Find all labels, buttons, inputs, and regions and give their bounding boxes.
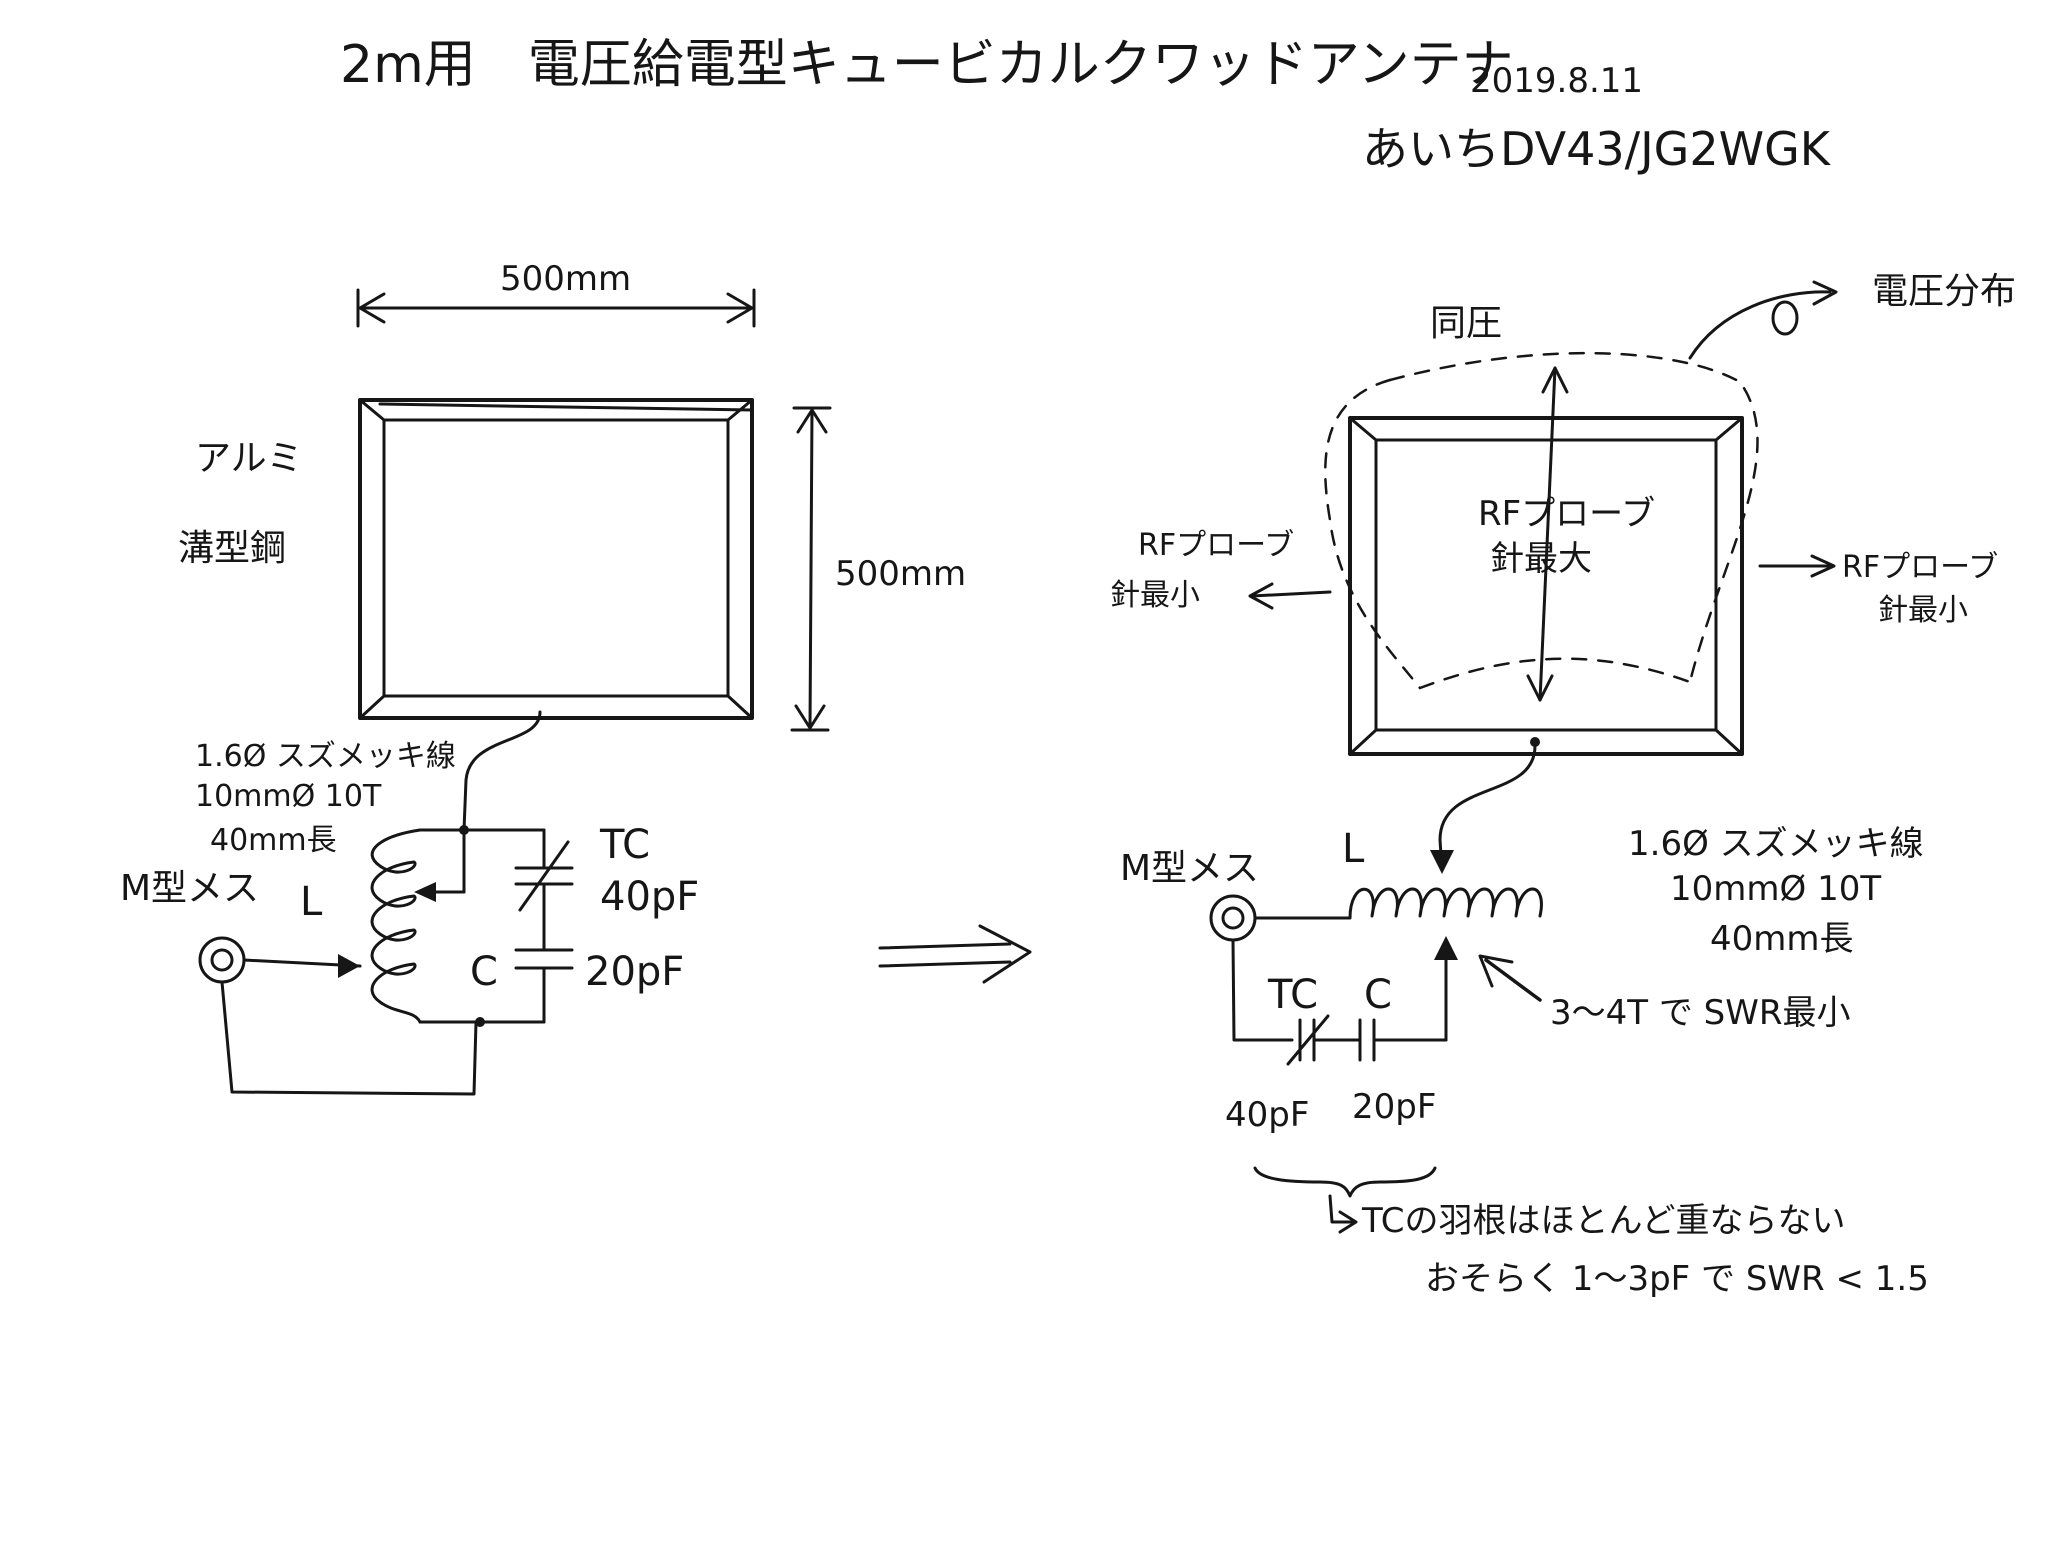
right-coil-spec-1: 1.6Ø スズメッキ線 <box>1628 824 1924 864</box>
material-label-1: アルミ <box>195 438 303 479</box>
left-probe-arrow <box>1250 590 1332 598</box>
right-coil-spec-2: 10mmØ 10T <box>1670 869 1881 909</box>
right-capacitor-value: 20pF <box>1352 1087 1436 1127</box>
diagram-title: 2m用 電圧給電型キュービカルクワッドアンテナ <box>340 35 1514 95</box>
height-label: 500mm <box>835 554 966 594</box>
left-probe-label-2: 針最小 <box>1110 578 1200 613</box>
center-probe-arrow <box>1538 366 1557 702</box>
right-bottom-tap-arrow-icon <box>1434 936 1458 960</box>
same-voltage-label: 同圧 <box>1430 303 1502 344</box>
callsign-label: あいちDV43/JG2WGK <box>1362 122 1832 176</box>
right-m-connector-icon <box>1209 894 1257 942</box>
right-feed-lead <box>1438 744 1537 872</box>
right-feed-point <box>1530 737 1540 747</box>
right-trimmer-label: TC <box>1267 972 1318 1018</box>
left-trimmer-value: 40pF <box>600 874 699 920</box>
right-capacitor-label: C <box>1364 972 1392 1018</box>
right-inductor-coil-icon <box>1253 887 1543 920</box>
left-trimmer-icon <box>518 840 570 912</box>
left-input-arrow-icon <box>338 954 360 978</box>
voltage-distribution-curve-bottom <box>1418 657 1692 690</box>
tap-note-arrow <box>1484 958 1542 1002</box>
tap-note-label: 3〜4T で SWR最小 <box>1550 993 1850 1033</box>
height-dimension-arrow <box>790 406 832 732</box>
right-channel-frame <box>1348 416 1744 756</box>
center-probe-label-2: 針最大 <box>1490 539 1592 579</box>
left-coil-spec-3: 40mm長 <box>210 823 337 858</box>
right-inductor-label: L <box>1342 826 1365 872</box>
right-probe-label-1: RFプローブ <box>1842 550 1998 585</box>
left-m-connector-icon <box>198 936 246 984</box>
trimmer-note-2: おそらく 1〜3pF で SWR < 1.5 <box>1425 1259 1929 1299</box>
left-capacitor-value: 20pF <box>585 949 684 995</box>
left-coil-spec-1: 1.6Ø スズメッキ線 <box>195 739 456 774</box>
left-capacitor-label: C <box>470 949 498 995</box>
left-feed-lead <box>462 710 542 832</box>
trimmer-note-1: TCの羽根はほとんど重ならない <box>1361 1201 1846 1241</box>
left-coil-spec-2: 10mmØ 10T <box>195 779 382 814</box>
voltage-distribution-label: 電圧分布 <box>1872 271 2016 312</box>
voltage-distribution-curve-left <box>1324 378 1422 690</box>
right-top-tap-arrow-icon <box>1430 850 1454 874</box>
left-inductor-label: L <box>300 879 323 925</box>
width-dimension-arrow <box>356 288 756 328</box>
right-trimmer-icon <box>1286 1014 1330 1066</box>
left-ground-return <box>220 980 478 1096</box>
left-diagram: 500mm 500mm アルミ 溝型鋼 1.6Ø スズメッキ線 10mmØ 10… <box>120 259 966 1096</box>
left-node-bottom <box>475 1017 485 1027</box>
values-brace <box>1253 1166 1437 1198</box>
distribution-pointer-line <box>1688 290 1832 360</box>
right-diagram: 同圧 電圧分布 RFプローブ 針最大 RFプローブ 針最小 <box>1110 271 2016 1299</box>
left-probe-label-1: RFプローブ <box>1138 528 1294 563</box>
date-label: 2019.8.11 <box>1470 61 1643 101</box>
left-trimmer-label: TC <box>599 822 650 868</box>
left-inductor-coil-icon <box>370 828 422 1024</box>
right-probe-label-2: 針最小 <box>1878 593 1968 628</box>
voltage-distribution-curve-top <box>1388 351 1759 684</box>
note-pointer-line <box>1328 1194 1354 1224</box>
left-tap-arrow-icon <box>414 882 436 902</box>
aluminum-channel-frame <box>358 398 754 720</box>
left-connector-label: M型メス <box>120 868 259 909</box>
center-probe-label-1: RFプローブ <box>1478 494 1655 534</box>
right-connector-label: M型メス <box>1120 848 1259 889</box>
right-trimmer-value: 40pF <box>1225 1095 1309 1135</box>
transition-arrow-icon <box>878 924 1032 984</box>
right-coil-spec-3: 40mm長 <box>1710 919 1854 959</box>
material-label-2: 溝型鋼 <box>178 528 286 569</box>
width-label: 500mm <box>500 259 631 299</box>
